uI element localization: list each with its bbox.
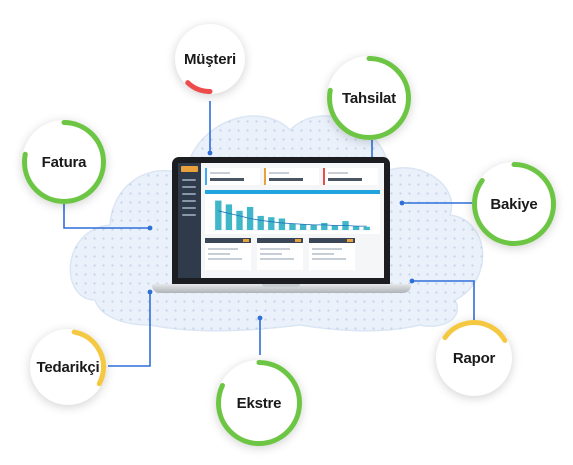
- chart-bar: [363, 226, 370, 230]
- laptop-base: [152, 284, 411, 293]
- connector-tedarikci: [108, 292, 151, 367]
- node-label: Bakiye: [490, 195, 538, 213]
- sidebar-item[interactable]: [182, 193, 196, 195]
- chart-header-bar: [205, 190, 380, 194]
- sidebar-item[interactable]: [182, 214, 196, 216]
- node-tedarikci: Tedarikçi: [30, 329, 106, 405]
- summary-card: [205, 238, 251, 270]
- connector-dot: [399, 200, 405, 206]
- node-label: Rapor: [452, 349, 496, 367]
- progress-ring-arc: [30, 329, 106, 405]
- progress-ring: [436, 320, 512, 396]
- summary-card: [309, 238, 355, 270]
- chart-bar: [257, 215, 264, 230]
- sidebar-item[interactable]: [182, 186, 196, 188]
- chart-line: [218, 210, 367, 227]
- node-bakiye: Bakiye: [472, 162, 556, 246]
- brand-logo: [181, 166, 198, 172]
- chart-bar: [236, 210, 243, 230]
- connector-dot: [257, 315, 263, 321]
- stat-card: [323, 168, 378, 185]
- dashboard-chart-card: [205, 190, 380, 234]
- chart-bar: [278, 218, 286, 230]
- progress-ring-arc: [472, 162, 556, 246]
- connector-dot: [147, 225, 153, 231]
- node-ekstre: Ekstre: [216, 360, 302, 446]
- connector-fatura: [63, 203, 150, 229]
- node-label: Müşteri: [184, 50, 236, 68]
- summary-card: [257, 238, 303, 270]
- chart-bar: [321, 222, 328, 230]
- progress-ring: [216, 360, 302, 446]
- progress-ring-arc: [216, 360, 302, 446]
- node-musteri: Müşteri: [175, 24, 245, 94]
- node-tahsilat: Tahsilat: [327, 56, 411, 140]
- sidebar-item[interactable]: [182, 207, 196, 209]
- node-label: Fatura: [41, 153, 87, 171]
- progress-ring: [472, 162, 556, 246]
- progress-ring-arc: [22, 120, 106, 204]
- stat-card: [205, 168, 260, 185]
- dashboard-sidebar: [178, 163, 201, 278]
- node-fatura: Fatura: [22, 120, 106, 204]
- progress-ring-arc: [327, 56, 411, 140]
- progress-ring: [22, 120, 106, 204]
- progress-ring-arc: [175, 24, 245, 94]
- node-label: Tahsilat: [342, 89, 396, 107]
- connector-dot: [147, 289, 153, 295]
- laptop-notch: [262, 284, 300, 287]
- chart-bar: [331, 225, 339, 230]
- chart-bar: [310, 224, 317, 230]
- stat-card: [264, 168, 319, 185]
- chart-bar: [225, 204, 233, 230]
- dashboard-bar-chart: [213, 200, 372, 231]
- chart-bar: [215, 200, 222, 230]
- progress-ring: [327, 56, 411, 140]
- chart-bar: [268, 217, 275, 230]
- progress-ring-arc: [436, 320, 512, 396]
- connector-rapor: [412, 280, 475, 320]
- node-label: Ekstre: [236, 394, 282, 412]
- connector-dot: [409, 278, 415, 284]
- progress-ring: [30, 329, 106, 405]
- chart-bar: [289, 223, 296, 230]
- sidebar-item[interactable]: [182, 200, 196, 202]
- chart-bar: [299, 224, 307, 230]
- connector-dot: [207, 150, 213, 156]
- node-label: Tedarikçi: [36, 358, 100, 376]
- sidebar-item[interactable]: [182, 179, 196, 181]
- chart-bar: [352, 226, 360, 230]
- node-rapor: Rapor: [436, 320, 512, 396]
- progress-ring: [175, 24, 245, 94]
- dashboard-screen: [178, 163, 384, 278]
